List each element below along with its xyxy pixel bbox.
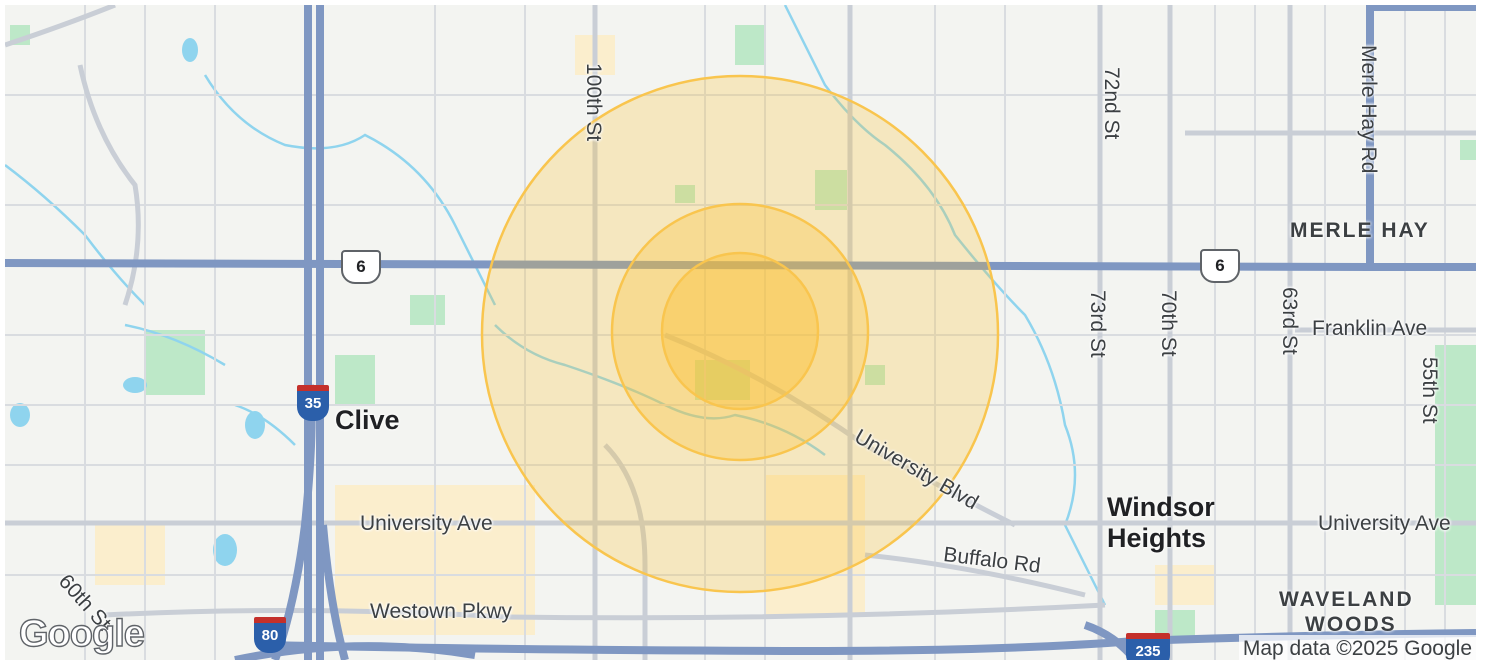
buffer-ring-inner (660, 251, 820, 411)
neighborhood-label-merle-hay: MERLE HAY (1290, 219, 1430, 242)
road-label-university-ave-east: University Ave (1318, 512, 1451, 535)
road-label-100th-st: 100th St (582, 63, 605, 142)
road-label-merle-hay-rd: Merle Hay Rd (1357, 45, 1380, 174)
place-label-clive: Clive (335, 405, 400, 435)
park-areas (10, 25, 1476, 640)
road-label-73rd-st: 73rd St (1086, 290, 1109, 358)
road-label-university-ave-west: University Ave (360, 512, 493, 535)
road-label-franklin-ave: Franklin Ave (1312, 317, 1428, 340)
interstate-35-shield: 35 (297, 385, 329, 421)
road-label-55th-st: 55th St (1418, 357, 1441, 424)
road-label-70th-st: 70th St (1157, 290, 1180, 357)
ponds (10, 38, 265, 566)
neighborhood-label-waveland-woods-line1: WAVELAND (1279, 588, 1414, 611)
place-label-windsor-heights-line2: Heights (1107, 523, 1207, 553)
neighborhood-label-waveland-woods-line2: WOODS (1305, 613, 1397, 636)
interstate-235-shield: 235 (1126, 633, 1170, 660)
road-label-63rd-st: 63rd St (1278, 287, 1301, 355)
place-label-windsor-heights-line1: Windsor (1107, 492, 1215, 522)
road-label-westown-pkwy: Westown Pkwy (370, 600, 512, 623)
road-label-72nd-st: 72nd St (1100, 67, 1123, 140)
google-logo: Google (18, 612, 145, 655)
interstate-80-shield: 80 (254, 617, 286, 653)
map-base-layer (5, 5, 1476, 660)
buffer-ring-middle (610, 202, 870, 462)
us-route-6-shield-east: 6 (1200, 249, 1240, 283)
buffer-rings (480, 74, 1000, 594)
us-route-6-shield-west: 6 (341, 250, 381, 284)
map-canvas[interactable]: 6 6 35 80 235 100th St 72nd St 73rd St 7… (5, 5, 1476, 660)
map-attribution[interactable]: Map data ©2025 Google (1238, 635, 1476, 660)
buffer-ring-outer (480, 74, 1000, 594)
